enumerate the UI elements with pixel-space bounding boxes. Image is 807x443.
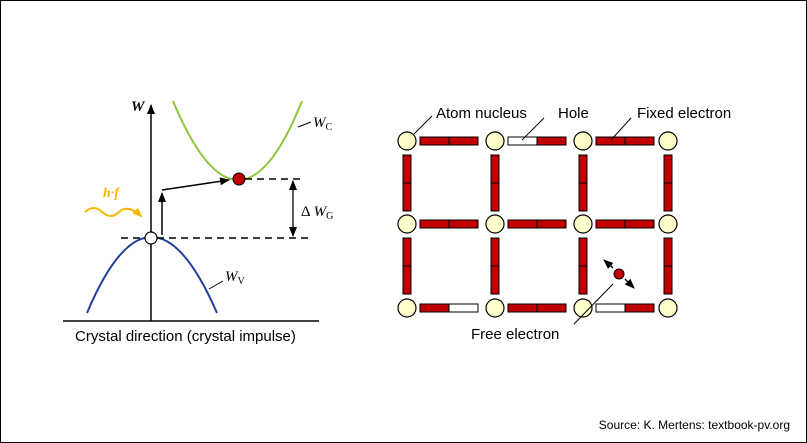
free-electron-motion-arrow <box>624 278 635 289</box>
excitation-arrow-across <box>161 177 230 191</box>
excited-electron <box>232 172 246 186</box>
fixed-electron <box>624 303 655 313</box>
bond-column-upper <box>402 154 673 212</box>
bond-row-middle <box>419 219 655 229</box>
valence-band-label: WV <box>225 269 246 287</box>
x-axis-label: Crystal direction (crystal impulse) <box>75 328 296 345</box>
source-credit: Source: K. Mertens: textbook-pv.org <box>598 418 790 432</box>
free-electron-leader <box>573 283 614 325</box>
hole-bond <box>595 303 626 313</box>
hole-label: Hole <box>558 105 589 122</box>
bond-row-top <box>419 136 655 146</box>
y-axis-label: W <box>131 99 146 115</box>
hole-in-valence-band <box>144 231 158 245</box>
valence-band-leader <box>208 280 224 290</box>
atom-nucleus <box>573 131 593 151</box>
bond-row-bottom <box>419 303 655 313</box>
atom-nucleus <box>658 131 678 151</box>
fixed-electron <box>536 136 567 146</box>
atom-nucleus <box>397 298 417 318</box>
photon-label: h·f <box>103 186 120 201</box>
valence-band-curve <box>86 236 218 314</box>
conduction-band-leader <box>297 121 312 128</box>
atom-nucleus-leader <box>413 115 433 135</box>
atom-nucleus <box>397 214 417 234</box>
atom-nucleus <box>485 214 505 234</box>
free-electron-motion-arrow <box>603 259 614 269</box>
atom-nucleus <box>573 298 593 318</box>
conduction-band-label: WC <box>313 115 333 133</box>
band-diagram: W Crystal direction (crystal impulse) WC… <box>63 99 333 345</box>
atom-nucleus <box>485 131 505 151</box>
free-electron-label: Free electron <box>471 326 559 343</box>
free-electron <box>613 268 625 280</box>
hole-bond <box>507 136 538 146</box>
lattice-diagram: Atom nucleus Hole Fixed electron Free el… <box>397 105 731 343</box>
hole-bond <box>448 303 479 313</box>
atom-nucleus-label: Atom nucleus <box>436 105 527 122</box>
atom-nucleus <box>573 214 593 234</box>
hole-leader <box>521 117 545 141</box>
photon-wave <box>84 207 143 218</box>
atom-nuclei <box>397 131 678 318</box>
bond-column-lower <box>402 237 673 295</box>
fixed-electron-leader <box>610 117 632 141</box>
atom-nucleus <box>397 131 417 151</box>
fixed-electron-label: Fixed electron <box>637 105 731 122</box>
atom-nucleus <box>485 298 505 318</box>
conduction-band-curve <box>172 100 303 181</box>
fixed-electron <box>419 303 450 313</box>
atom-nucleus <box>658 214 678 234</box>
atom-nucleus <box>658 298 678 318</box>
